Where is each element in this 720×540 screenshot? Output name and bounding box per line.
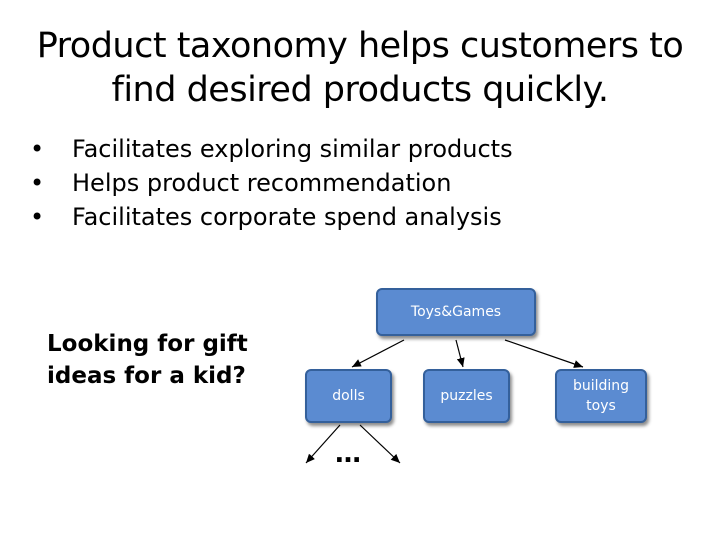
bullet-item: • Facilitates corporate spend analysis [30,200,513,234]
bullet-point: • [30,169,45,197]
bullet-text: Facilitates exploring similar products [72,135,513,163]
connector-root-to-puzzles [455,339,465,368]
gift-question: Looking for gift ideas for a kid? [47,331,248,389]
bullet-text: Helps product recommendation [72,169,452,197]
taxonomy-node-dolls: dolls [305,369,392,423]
bullet-item: • Facilitates exploring similar products [30,132,513,166]
bullet-point: • [30,203,45,231]
connector-dolls-left [305,424,341,464]
bullet-item: • Helps product recommendation [30,166,513,200]
slide-title: Product taxonomy helps customers to find… [36,26,684,110]
taxonomy-node-toys-games: Toys&Games [376,288,536,336]
connector-dolls-right [359,424,401,464]
more-categories-ellipsis: … [335,439,361,469]
bullet-text: Facilitates corporate spend analysis [72,203,502,231]
bullet-point: • [30,135,45,163]
connector-root-to-dolls [351,339,405,368]
bullet-list: •Facilitates exploring similar products … [30,132,513,234]
taxonomy-node-puzzles: puzzles [423,369,510,423]
connector-root-to-building [504,339,584,368]
taxonomy-node-building-toys: building toys [555,369,647,423]
